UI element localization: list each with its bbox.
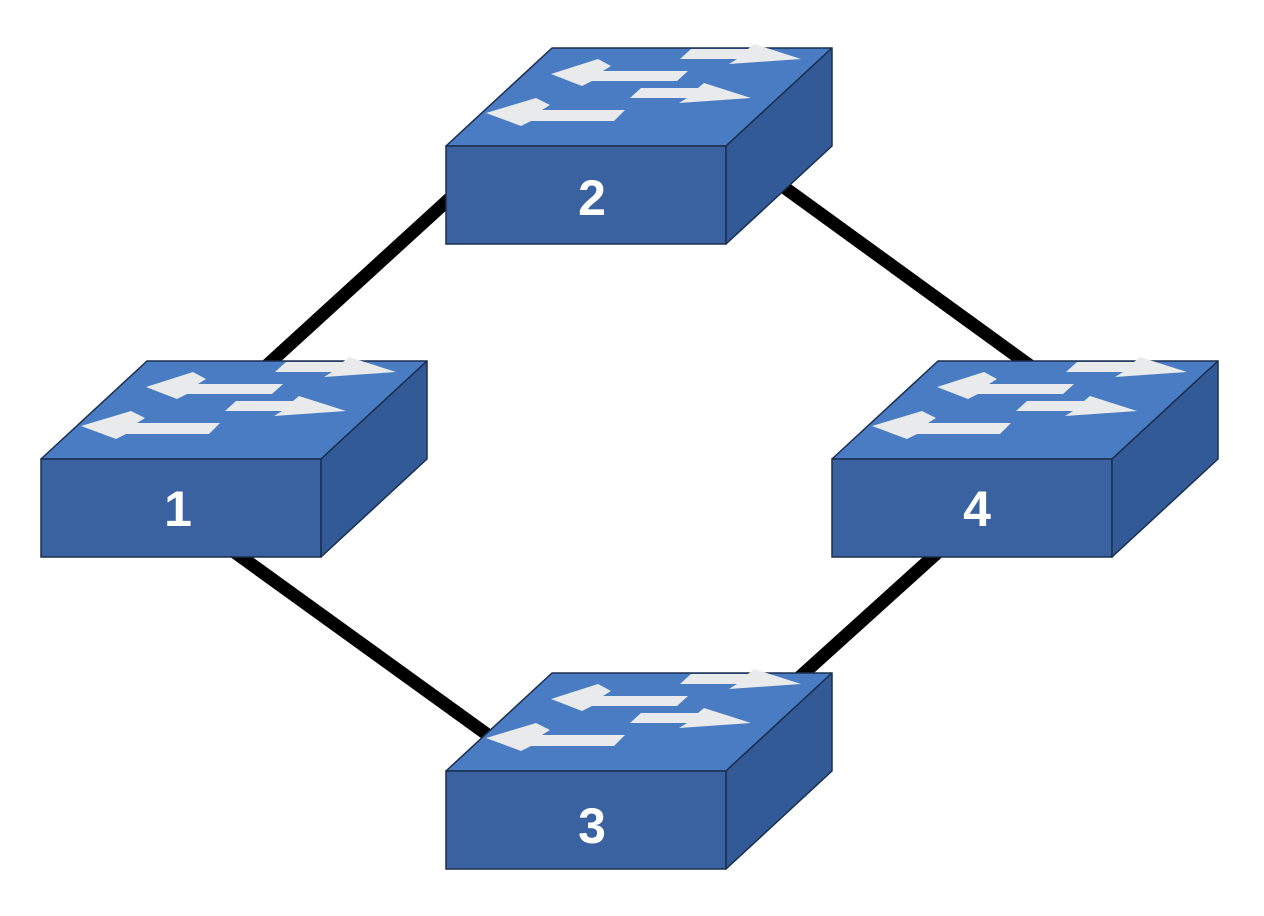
switch-label-2: 2: [578, 170, 606, 226]
switch-4: 4: [831, 356, 1219, 558]
switch-label-4: 4: [963, 481, 991, 537]
network-switch-icon: [40, 356, 428, 558]
switch-label-3: 3: [578, 798, 606, 854]
switch-2: 2: [445, 43, 833, 245]
switch-label-1: 1: [164, 481, 192, 537]
switch-1: 1: [40, 356, 428, 558]
switch-3: 3: [445, 668, 833, 870]
network-switch-icon: [445, 43, 833, 245]
network-switch-icon: [445, 668, 833, 870]
network-switch-icon: [831, 356, 1219, 558]
